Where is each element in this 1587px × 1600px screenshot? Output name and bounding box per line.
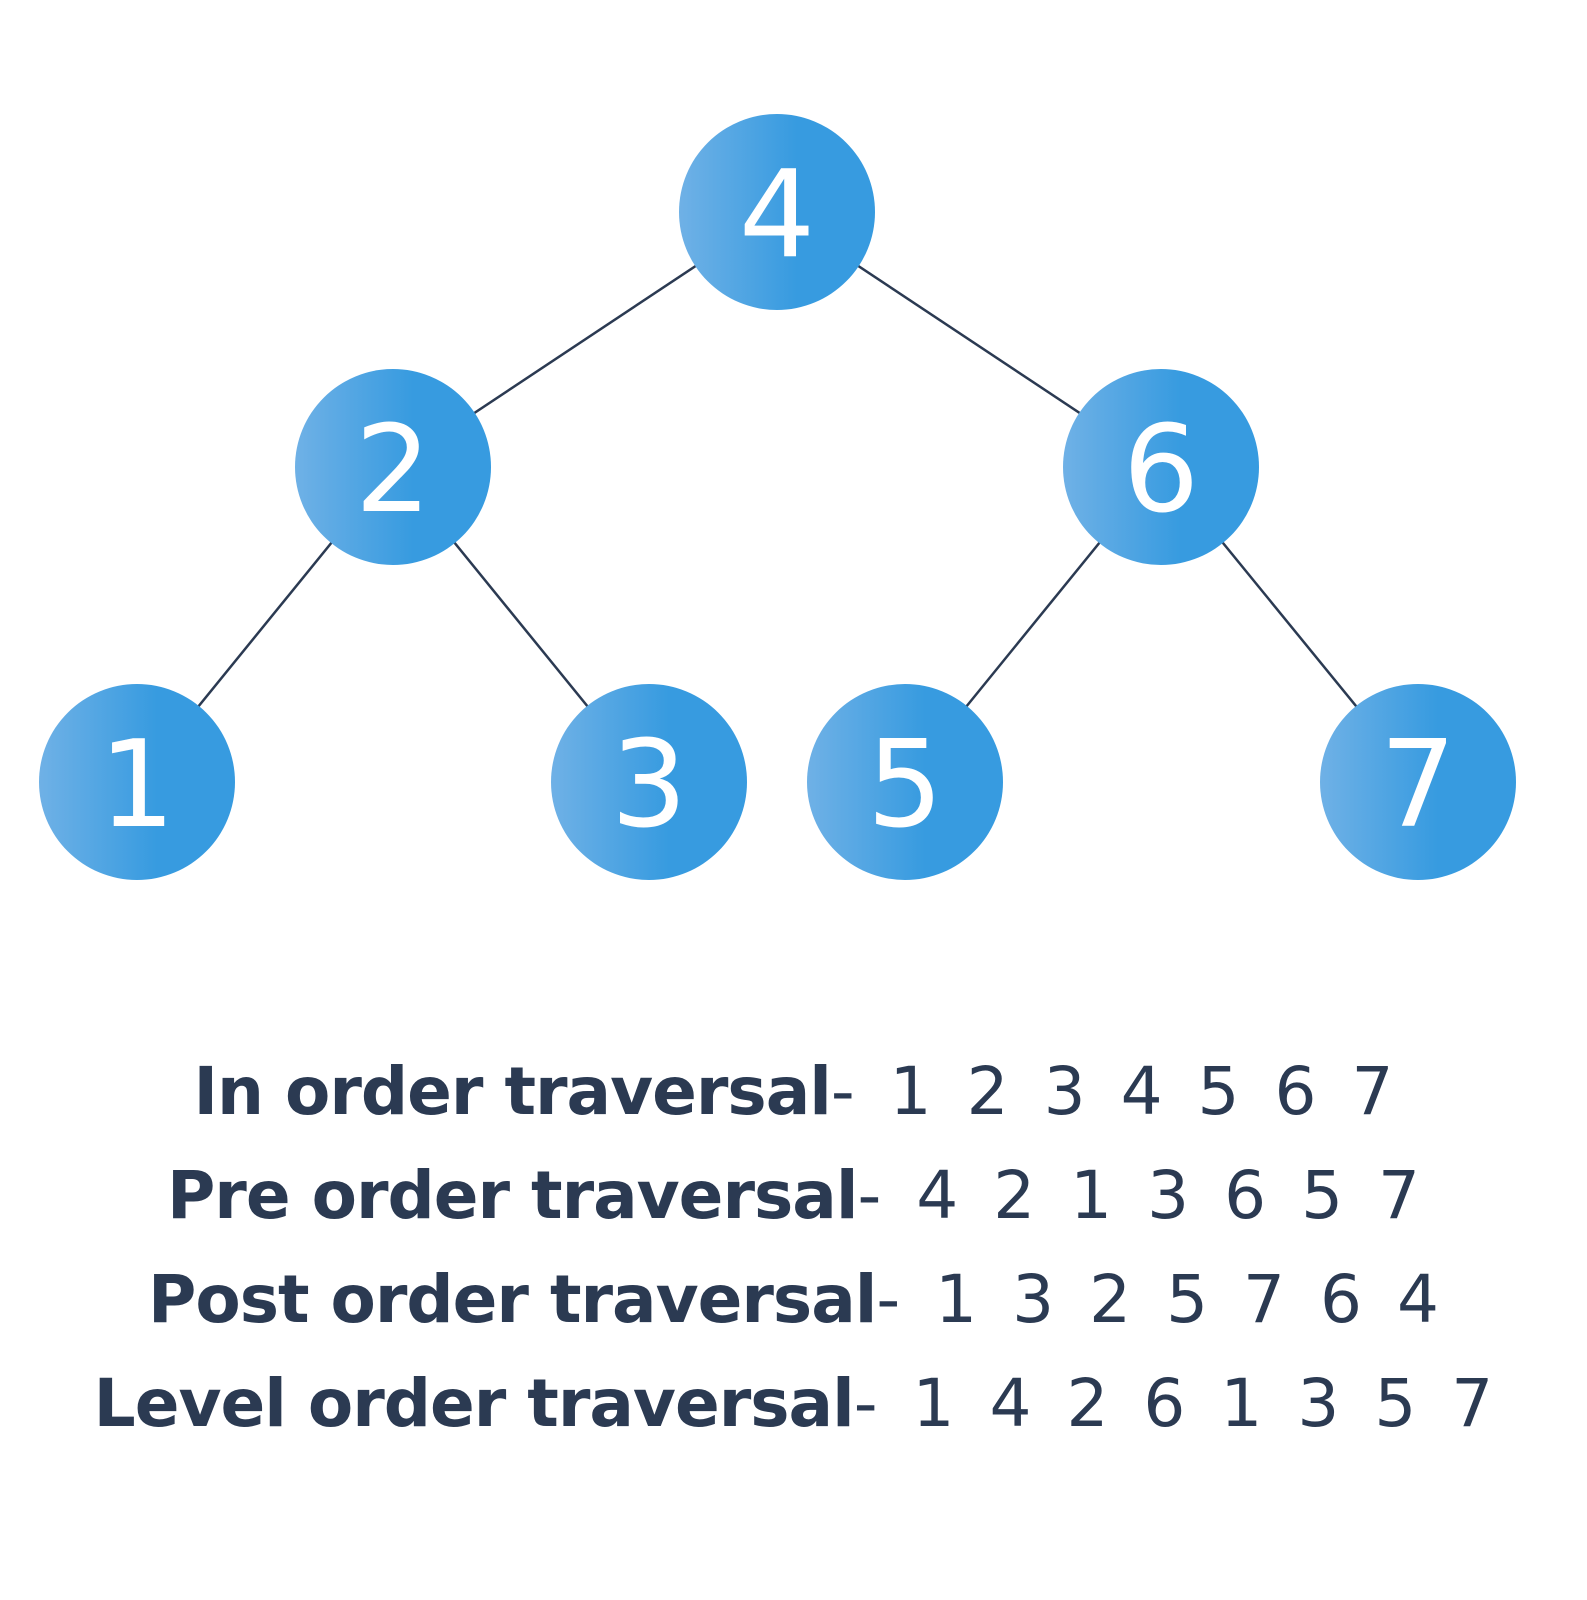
tree-node-circle	[1320, 684, 1516, 880]
traversal-level-order: Level order traversal- 1 4 2 6 1 3 5 7	[0, 1352, 1587, 1456]
tree-node-5: 5	[807, 684, 1003, 880]
tree-node-label: 6	[1123, 401, 1199, 540]
tree-node-3: 3	[551, 684, 747, 880]
traversal-sequence: - 1 3 2 5 7 6 4	[876, 1261, 1439, 1338]
traversal-pre-order: Pre order traversal- 4 2 1 3 6 5 7	[0, 1144, 1587, 1248]
traversal-sequence: - 1 2 3 4 5 6 7	[830, 1053, 1394, 1130]
tree-node-label: 2	[355, 401, 431, 540]
tree-node-circle	[551, 684, 747, 880]
traversal-label: In order traversal	[193, 1053, 832, 1130]
tree-node-circle	[295, 369, 491, 565]
traversal-list: In order traversal- 1 2 3 4 5 6 7 Pre or…	[0, 1040, 1587, 1456]
tree-node-circle	[39, 684, 235, 880]
traversal-sequence: - 1 4 2 6 1 3 5 7	[853, 1365, 1494, 1442]
tree-node-label: 7	[1380, 716, 1456, 855]
tree-node-circle	[1063, 369, 1259, 565]
traversal-label: Pre order traversal	[166, 1157, 858, 1234]
tree-node-6: 6	[1063, 369, 1259, 565]
traversal-sequence: - 4 2 1 3 6 5 7	[857, 1157, 1421, 1234]
tree-node-label: 5	[867, 716, 943, 855]
traversal-label: Post order traversal	[148, 1261, 877, 1338]
tree-node-circle	[679, 114, 875, 310]
binary-tree-diagram: 4 2 6 1 3 5 7	[39, 114, 1516, 880]
traversal-post-order: Post order traversal- 1 3 2 5 7 6 4	[0, 1248, 1587, 1352]
traversal-in-order: In order traversal- 1 2 3 4 5 6 7	[0, 1040, 1587, 1144]
tree-node-label: 4	[739, 146, 815, 285]
tree-node-7: 7	[1320, 684, 1516, 880]
tree-node-circle	[807, 684, 1003, 880]
tree-node-1: 1	[39, 684, 235, 880]
tree-node-label: 1	[99, 716, 175, 855]
tree-nodes: 4 2 6 1 3 5 7	[39, 114, 1516, 880]
tree-node-2: 2	[295, 369, 491, 565]
tree-node-4: 4	[679, 114, 875, 310]
tree-node-label: 3	[611, 716, 687, 855]
traversal-label: Level order traversal	[93, 1365, 855, 1442]
